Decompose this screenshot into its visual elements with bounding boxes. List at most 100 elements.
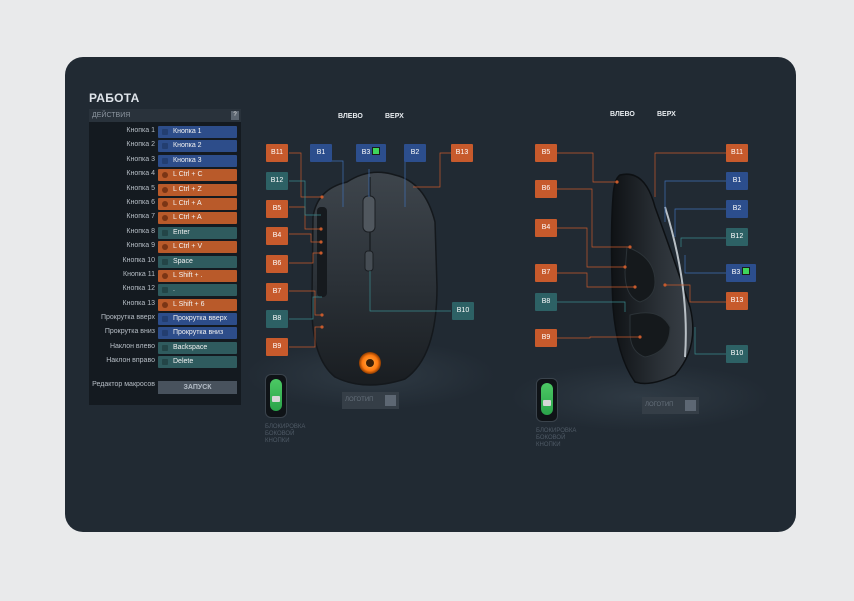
lock-knob <box>541 383 553 415</box>
help-icon[interactable]: ? <box>231 111 239 120</box>
side-b9-button[interactable]: B9 <box>535 329 557 347</box>
action-row-label: Кнопка 1 <box>126 127 155 134</box>
action-row-label: Кнопка 13 <box>122 299 155 307</box>
side-b4-button[interactable]: B4 <box>535 219 557 237</box>
action-assignment-label: L Ctrl + C <box>173 171 203 179</box>
top-b9-button[interactable]: B9 <box>266 338 288 356</box>
action-row-label: Кнопка 7 <box>126 213 155 221</box>
top-b3-label: B3 <box>361 149 371 156</box>
action-assignment-button[interactable]: L Ctrl + Z <box>158 183 237 196</box>
action-assignment-label: L Ctrl + A <box>173 214 202 222</box>
action-row-label: Кнопка 3 <box>126 155 155 163</box>
action-assignment-button[interactable]: Кнопка 1 <box>158 126 237 138</box>
keystroke-icon <box>162 301 168 308</box>
launch-button[interactable]: ЗАПУСК <box>158 381 237 394</box>
side-b8-button[interactable]: B8 <box>535 293 557 311</box>
action-assignment-button[interactable]: Кнопка 2 <box>158 140 237 153</box>
key-icon <box>162 258 168 265</box>
edit-icon <box>372 147 381 156</box>
side-view-label-left: ВЛЕВО <box>610 111 635 118</box>
action-assignment-button[interactable]: Delete <box>158 356 237 369</box>
top-view-diagram <box>245 152 770 431</box>
action-assignment-button[interactable]: Кнопка 3 <box>158 154 237 167</box>
side-logo-label: ЛОГОТИП <box>645 402 674 408</box>
action-assignment-button[interactable]: L Ctrl + A <box>158 212 237 225</box>
action-assignment-label: L Ctrl + V <box>173 243 203 251</box>
top-b6-button[interactable]: B6 <box>266 255 288 273</box>
top-view-label-top: ВЕРХ <box>385 113 404 120</box>
side-b13-button[interactable]: B13 <box>726 292 748 310</box>
top-b10-button[interactable]: B10 <box>452 302 474 320</box>
action-assignment-button[interactable]: Space <box>158 255 237 268</box>
top-b13-button[interactable]: B13 <box>451 144 473 162</box>
mouse-button-icon <box>162 157 168 164</box>
top-lock-switch[interactable] <box>265 374 287 418</box>
action-assignment-button[interactable]: L Ctrl + V <box>158 241 237 254</box>
side-b7-button[interactable]: B7 <box>535 264 557 282</box>
action-assignment-button[interactable]: L Ctrl + C <box>158 169 237 182</box>
side-lock-label: БЛОКИРОВКА БОКОВОЙ КНОПКИ <box>536 428 577 448</box>
top-b7-button[interactable]: B7 <box>266 283 288 301</box>
action-assignment-button[interactable]: L Shift + . <box>158 269 237 282</box>
action-assignment-button[interactable]: L Shift + 6 <box>158 298 237 311</box>
side-b5-button[interactable]: B5 <box>535 144 557 162</box>
action-assignment-button[interactable]: Прокрутка вниз <box>158 327 237 340</box>
side-b6-button[interactable]: B6 <box>535 180 557 198</box>
actions-header: ДЕЙСТВИЯ ? <box>89 109 241 122</box>
scroll-wheel <box>362 195 376 233</box>
keystroke-icon <box>162 186 168 193</box>
side-b3-button[interactable]: B3 <box>726 264 756 282</box>
top-b1-button[interactable]: B1 <box>310 144 332 162</box>
top-b3-button[interactable]: B3 <box>356 144 386 162</box>
top-mouse-body <box>311 171 438 386</box>
side-logo-button[interactable]: ЛОГОТИП <box>642 397 699 414</box>
action-assignment-label: L Shift + . <box>173 271 203 279</box>
action-assignment-button[interactable]: . <box>158 284 237 297</box>
action-assignment-button[interactable]: Enter <box>158 226 237 239</box>
key-icon <box>162 344 168 351</box>
side-b12-button[interactable]: B12 <box>726 228 748 246</box>
top-b12-button[interactable]: B12 <box>266 172 288 190</box>
top-b11-button[interactable]: B11 <box>266 144 288 162</box>
key-icon <box>162 229 168 236</box>
mouse-button-icon <box>162 316 168 323</box>
action-assignment-button[interactable]: Backspace <box>158 341 237 354</box>
top-logo-button[interactable]: ЛОГОТИП <box>342 392 399 409</box>
side-b3-label: B3 <box>731 269 741 276</box>
action-row-label: Наклон влево <box>109 342 155 350</box>
top-b5-button[interactable]: B5 <box>266 200 288 218</box>
top-view-label-left: ВЛЕВО <box>338 113 363 120</box>
side-b2-button[interactable]: B2 <box>726 200 748 218</box>
side-b10-button[interactable]: B10 <box>726 345 748 363</box>
action-row-label: Прокрутка вниз <box>104 328 155 336</box>
side-b11-button[interactable]: B11 <box>726 144 748 162</box>
mouse-button-icon <box>162 143 168 150</box>
side-b1-button[interactable]: B1 <box>726 172 748 190</box>
edit-icon <box>685 400 696 411</box>
page-title: РАБОТА <box>89 91 140 105</box>
action-row-label: Кнопка 2 <box>126 141 155 149</box>
top-b4-button[interactable]: B4 <box>266 227 288 245</box>
action-row-label: Кнопка 8 <box>126 227 155 235</box>
side-view-label-top: ВЕРХ <box>657 111 676 118</box>
action-assignment-button[interactable]: Прокрутка вверх <box>158 313 237 326</box>
mouse-button-icon <box>162 330 168 337</box>
side-lock-switch[interactable] <box>536 378 558 422</box>
top-b8-button[interactable]: B8 <box>266 310 288 328</box>
top-b2-button[interactable]: B2 <box>404 144 426 162</box>
keystroke-icon <box>162 200 168 207</box>
action-row: Кнопка 7 L Ctrl + A <box>89 211 241 225</box>
action-assignment-button[interactable]: L Ctrl + A <box>158 197 237 210</box>
